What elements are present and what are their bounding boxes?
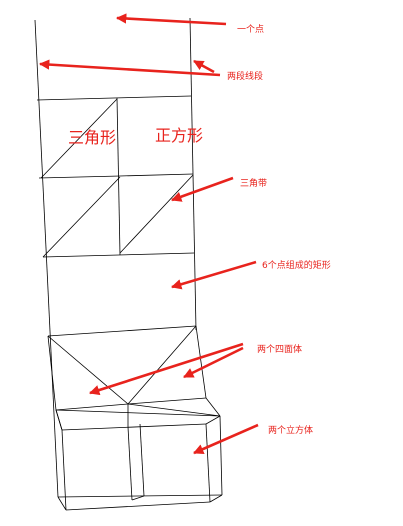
arrow-triangle-strip	[171, 176, 234, 202]
triangle-hypotenuse	[40, 98, 118, 179]
tetra-edge-b	[127, 325, 197, 405]
tetra-left-edge	[47, 335, 57, 411]
label-triangle-strip: 三角带	[240, 177, 267, 189]
cube-top-front-edge	[61, 423, 207, 431]
cube-back-mid-edge	[139, 423, 145, 497]
tetra-edge-c	[55, 403, 129, 411]
cube-bottom-front-edge	[65, 501, 211, 511]
label-two-segments: 两段线段	[227, 70, 263, 82]
arrow-two-cubes	[193, 423, 259, 455]
triangle-base	[38, 175, 121, 179]
tetra-right-edge	[195, 325, 207, 399]
label-triangle: 三角形	[68, 128, 116, 147]
tetra-edge-a	[47, 335, 129, 405]
tetra-edge-d	[127, 397, 207, 405]
tetrahedra-block	[47, 325, 221, 431]
label-rect-six-points: 6个点组成的矩形	[262, 259, 331, 271]
label-two-cubes: 两个立方体	[268, 424, 313, 436]
tetra-right-lower-edge	[205, 397, 221, 417]
strip-diagonal-2	[119, 174, 194, 254]
triangle-square-block	[36, 95, 194, 256]
cube-bottom-left-edge	[57, 496, 67, 511]
cube-top-left-edge	[55, 409, 63, 431]
annotation-arrows	[38, 13, 259, 455]
block-top-edge	[36, 95, 192, 101]
label-point: 一个点	[237, 24, 264, 35]
cube-front-left-edge	[61, 429, 67, 511]
cube-bottom-mid-edge	[131, 495, 145, 501]
arrow-two-segments-b	[193, 59, 215, 74]
strip-diagonal-1	[42, 176, 121, 258]
cube-back-right-edge	[219, 415, 223, 496]
tetra-edge-e	[127, 403, 221, 417]
cube-bottom-right-edge	[209, 494, 223, 503]
tetra-top-edge	[47, 325, 197, 337]
cube-top-right-edge	[205, 415, 221, 425]
arrow-point	[115, 13, 227, 26]
cubes-block	[55, 404, 223, 511]
arrow-tetra-b	[183, 346, 244, 379]
square-bottom	[119, 173, 194, 177]
strip-bottom-edge	[42, 252, 195, 258]
label-square: 正方形	[155, 126, 203, 145]
arrow-tetra-a	[89, 342, 244, 396]
arrow-rect-six-points	[171, 260, 257, 290]
cube-top-back-edge	[55, 409, 221, 417]
block-mid-divider	[116, 97, 121, 256]
cube-front-right-edge	[205, 423, 211, 503]
label-two-tetrahedra: 两个四面体	[257, 343, 302, 355]
cube-bottom-back-edge	[57, 494, 223, 498]
left-strip-line	[34, 19, 59, 498]
triangle-strip-block	[42, 174, 195, 258]
cube-front-mid-edge	[127, 426, 133, 501]
arrow-two-segments-a	[38, 59, 221, 77]
